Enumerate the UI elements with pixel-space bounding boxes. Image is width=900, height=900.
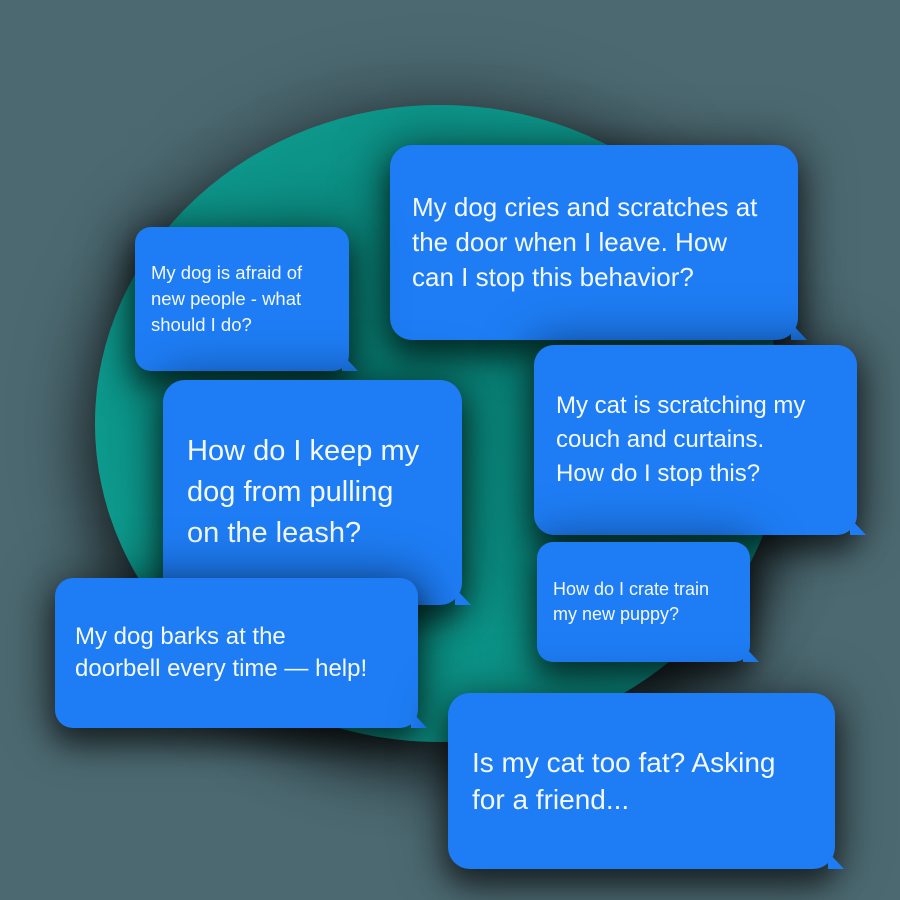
bubble-text: My dog is afraid of new people - what sh… — [151, 262, 303, 335]
chat-bubble-dog-cries: My dog cries and scratches at the door w… — [390, 145, 807, 340]
bubble-text: How do I keep my dog from pulling on the… — [187, 435, 420, 549]
bubble-text: My cat is scratching my couch and curtai… — [556, 392, 806, 487]
chat-bubble-leash-pulling: How do I keep my dog from pulling on the… — [163, 380, 471, 605]
chat-bubble-dog-barks: My dog barks at the doorbell every time … — [55, 578, 427, 728]
chat-bubble-cat-scratching: My cat is scratching my couch and curtai… — [534, 345, 866, 535]
bubble-text: My dog barks at the doorbell every time … — [75, 623, 368, 682]
bubble-text: My dog cries and scratches at the door w… — [412, 192, 758, 292]
bubble-tail-icon — [743, 645, 759, 662]
bubble-tail-icon — [850, 518, 866, 535]
bubble-tail-icon — [828, 852, 844, 869]
chat-bubble-cat-too-fat: Is my cat too fat? Asking for a friend..… — [448, 693, 844, 869]
bubble-text: Is my cat too fat? Asking for a friend..… — [472, 747, 776, 815]
chat-bubble-crate-train: How do I crate train my new puppy? — [537, 542, 759, 662]
bubble-tail-icon — [791, 323, 807, 340]
bubble-text: How do I crate train my new puppy? — [553, 579, 710, 624]
chat-bubble-dog-afraid: My dog is afraid of new people - what sh… — [135, 227, 358, 371]
